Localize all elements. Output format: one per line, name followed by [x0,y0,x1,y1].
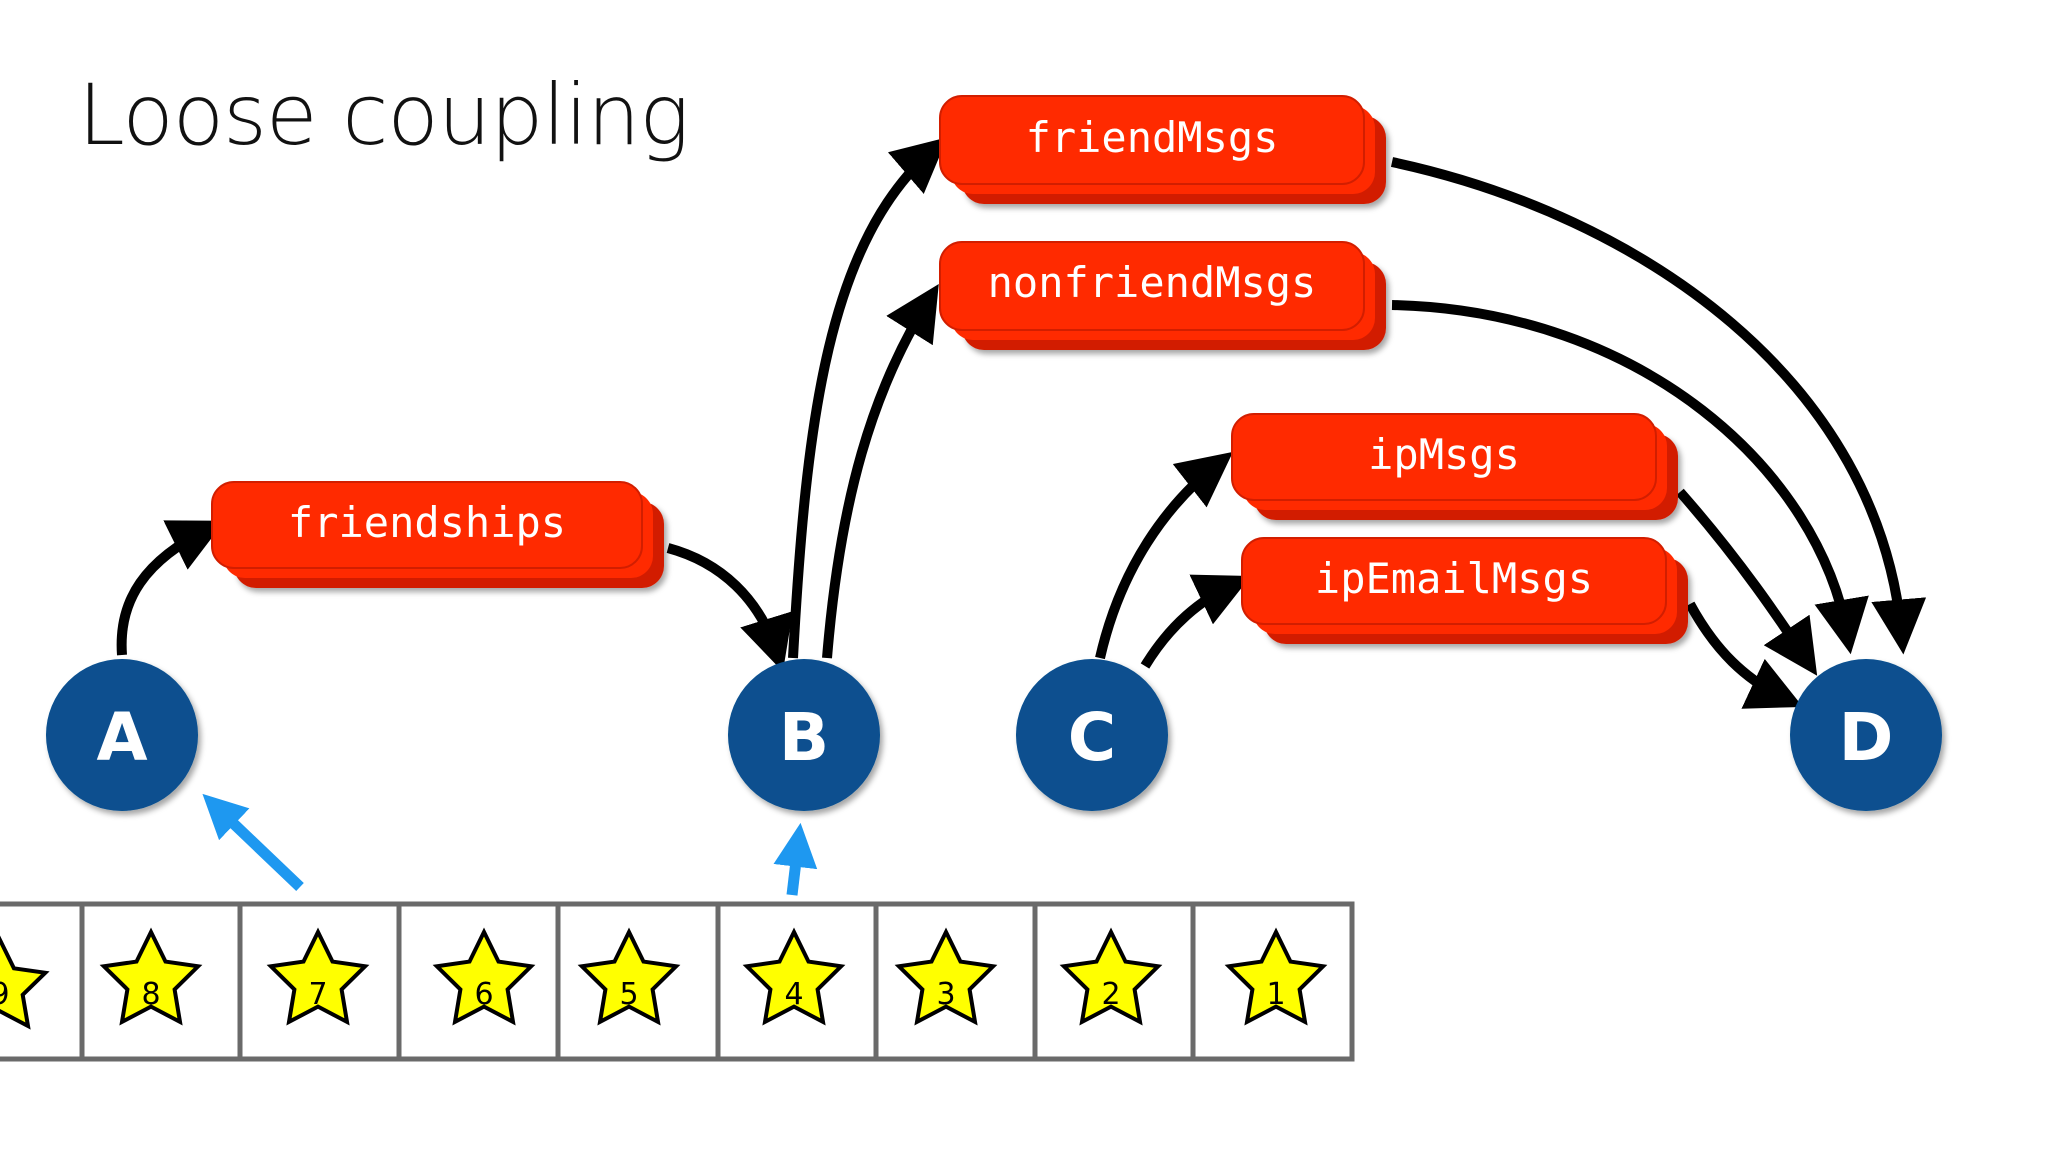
node-label-a: A [96,699,147,776]
node-a: A [46,659,198,811]
edge-layer [116,137,1927,709]
pointer-arrow-a [202,793,304,891]
log-cell-6: 6 [432,904,561,1059]
edge-b-to-friendmsgs [788,137,948,659]
pointer-arrow-b [773,822,818,896]
log-cell-7: 7 [266,904,402,1059]
topic-label-friendmsgs: friendMsgs [1026,113,1279,162]
log-cell-5: 5 [577,904,721,1059]
edge-ipmsgs-to-d [1676,488,1818,676]
node-d: D [1790,659,1942,811]
log-item-number: 9 [0,977,10,1012]
topic-ipemailmsgs: ipEmailMsgs [1241,537,1688,644]
edge-friendships-to-b [666,543,793,672]
star-icon [266,927,370,1026]
edge-friendmsgs-to-d [1390,157,1927,655]
log-cell-4: 4 [742,904,879,1059]
log-cell-8: 8 [99,904,243,1059]
edge-b-to-nonfriendmsgs [822,284,939,659]
log-item-number: 5 [619,977,638,1012]
log-item-number: 8 [141,977,160,1012]
log-item-number: 7 [308,977,327,1012]
star-icon [1059,927,1163,1026]
log-cell-3: 3 [894,904,1038,1059]
topic-label-friendships: friendships [288,498,566,547]
star-icon [99,927,203,1026]
node-label-d: D [1839,699,1894,776]
topic-friendmsgs: friendMsgs [939,95,1386,204]
star-icon [1224,927,1328,1026]
star-icon [894,927,998,1026]
log-cell-1: 1 [1224,927,1328,1026]
star-icon [742,927,846,1026]
edge-c-to-ipemailmsgs [1140,574,1251,669]
star-icon [577,927,681,1026]
log-item-number: 4 [784,977,803,1012]
log-cell-2: 2 [1059,904,1196,1059]
edge-c-to-ipmsgs [1095,451,1233,660]
topic-label-ipemailmsgs: ipEmailMsgs [1315,554,1593,603]
edge-a-to-friendships [116,520,225,656]
topic-friendships: friendships [211,481,664,588]
log-cell-9: 9 [0,904,85,1059]
log-item-number: 6 [474,977,493,1012]
star-icon [432,927,536,1026]
node-label-c: C [1068,699,1116,776]
star-icon [0,935,50,1030]
slide-title: Loose coupling [78,66,690,164]
topic-label-ipmsgs: ipMsgs [1368,430,1520,479]
input-log: 9 8 7 6 5 4 3 [0,901,1355,1062]
edge-ipemailmsgs-to-d [1685,601,1803,709]
node-label-b: B [779,699,829,776]
log-item-number: 1 [1266,977,1285,1012]
log-item-number: 3 [936,977,955,1012]
topic-nonfriendmsgs: nonfriendMsgs [939,241,1386,350]
topic-ipmsgs: ipMsgs [1231,413,1678,520]
topic-label-nonfriendmsgs: nonfriendMsgs [988,258,1317,307]
node-c: C [1016,659,1168,811]
edge-nonfriendmsgs-to-d [1391,300,1869,655]
log-item-number: 2 [1101,977,1120,1012]
node-b: B [728,659,880,811]
